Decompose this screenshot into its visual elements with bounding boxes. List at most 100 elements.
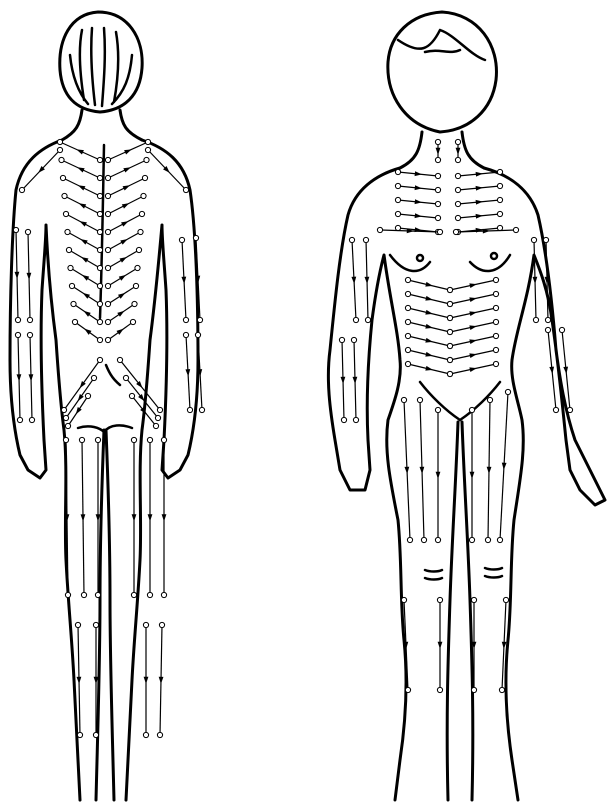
massage-point [97,301,102,306]
massage-point [105,283,110,288]
massage-point [57,139,62,144]
direction-arrow [420,467,425,474]
massage-point [533,317,538,322]
front-body-outline [328,168,605,800]
back-lower-right [123,375,160,420]
front-chest-line-right [455,225,502,234]
front-abdomen-left [405,347,452,362]
massage-point [353,417,358,422]
massage-point [435,537,440,542]
massage-point [130,319,135,324]
direction-arrow [456,148,461,155]
direction-arrow [415,213,422,218]
front-chest-line-left [395,197,440,206]
direction-arrow [159,677,164,684]
massage-point [437,597,442,602]
back-arm-left [25,229,32,322]
front-chest-line-right [455,183,502,192]
massage-point [455,157,460,162]
direction-arrow [487,467,492,474]
front-calf-line [437,597,442,692]
massage-point [69,283,74,288]
massage-point [471,597,476,602]
massage-point [97,193,102,198]
massage-point [105,175,110,180]
massage-point [72,319,77,324]
massage-point [417,397,422,402]
massage-point [97,265,102,270]
massage-point [105,337,110,342]
massage-point [60,175,65,180]
massage-point [497,537,502,542]
massage-point [65,423,70,428]
front-knees [425,568,502,580]
massage-point [505,389,510,394]
back-hair-strands [70,28,132,106]
massage-point [487,397,492,402]
massage-point [105,211,110,216]
front-thigh-line [469,407,474,542]
massage-point [105,301,110,306]
massage-point [471,687,476,692]
front-neck [400,132,484,168]
massage-point [447,357,452,362]
massage-point [435,215,440,220]
front-chest-line-left [395,225,440,234]
front-abdomen-left [405,291,452,306]
direction-arrow [80,381,86,388]
massage-lines [13,139,572,737]
massage-point [105,193,110,198]
massage-point [453,229,458,234]
massage-point [62,193,67,198]
massage-point [405,347,410,352]
front-chest-line-right [455,197,502,206]
direction-arrow [121,221,128,226]
massage-point [543,237,548,242]
massage-point [447,329,452,334]
direction-arrow [436,472,441,479]
massage-point [545,327,550,332]
back-lower-right [117,357,162,412]
massage-point [339,337,344,342]
massage-point [503,597,508,602]
massage-point [351,337,356,342]
massage-point [395,211,400,216]
massage-point [105,229,110,234]
back-arm-right [183,332,192,412]
back-head-outline [60,12,142,112]
massage-point [401,397,406,402]
direction-arrow [29,374,34,381]
massage-point [405,291,410,296]
massage-point [395,197,400,202]
massage-point [341,417,346,422]
massage-point [161,437,166,442]
massage-point [435,139,440,144]
direction-arrow [77,167,85,172]
back-thigh-line [79,437,86,597]
massage-point [97,247,102,252]
massage-point [493,319,498,324]
direction-arrow [79,203,87,208]
massage-point [187,407,192,412]
direction-arrow [469,353,477,358]
direction-arrow [438,642,443,649]
massage-point [455,173,460,178]
direction-arrow [120,257,127,263]
massage-point [447,301,452,306]
direction-arrow [123,185,131,190]
massage-point [455,201,460,206]
massage-point [145,139,150,144]
massage-point [447,343,452,348]
massage-point [93,622,98,627]
massage-point [144,157,149,162]
massage-point [97,319,102,324]
massage-point [161,592,166,597]
massage-point [13,227,18,232]
massage-point [19,187,24,192]
front-abdomen-right [447,361,498,376]
massage-point [71,301,76,306]
direction-arrow [425,338,433,343]
massage-point [195,332,200,337]
massage-point [437,687,442,692]
